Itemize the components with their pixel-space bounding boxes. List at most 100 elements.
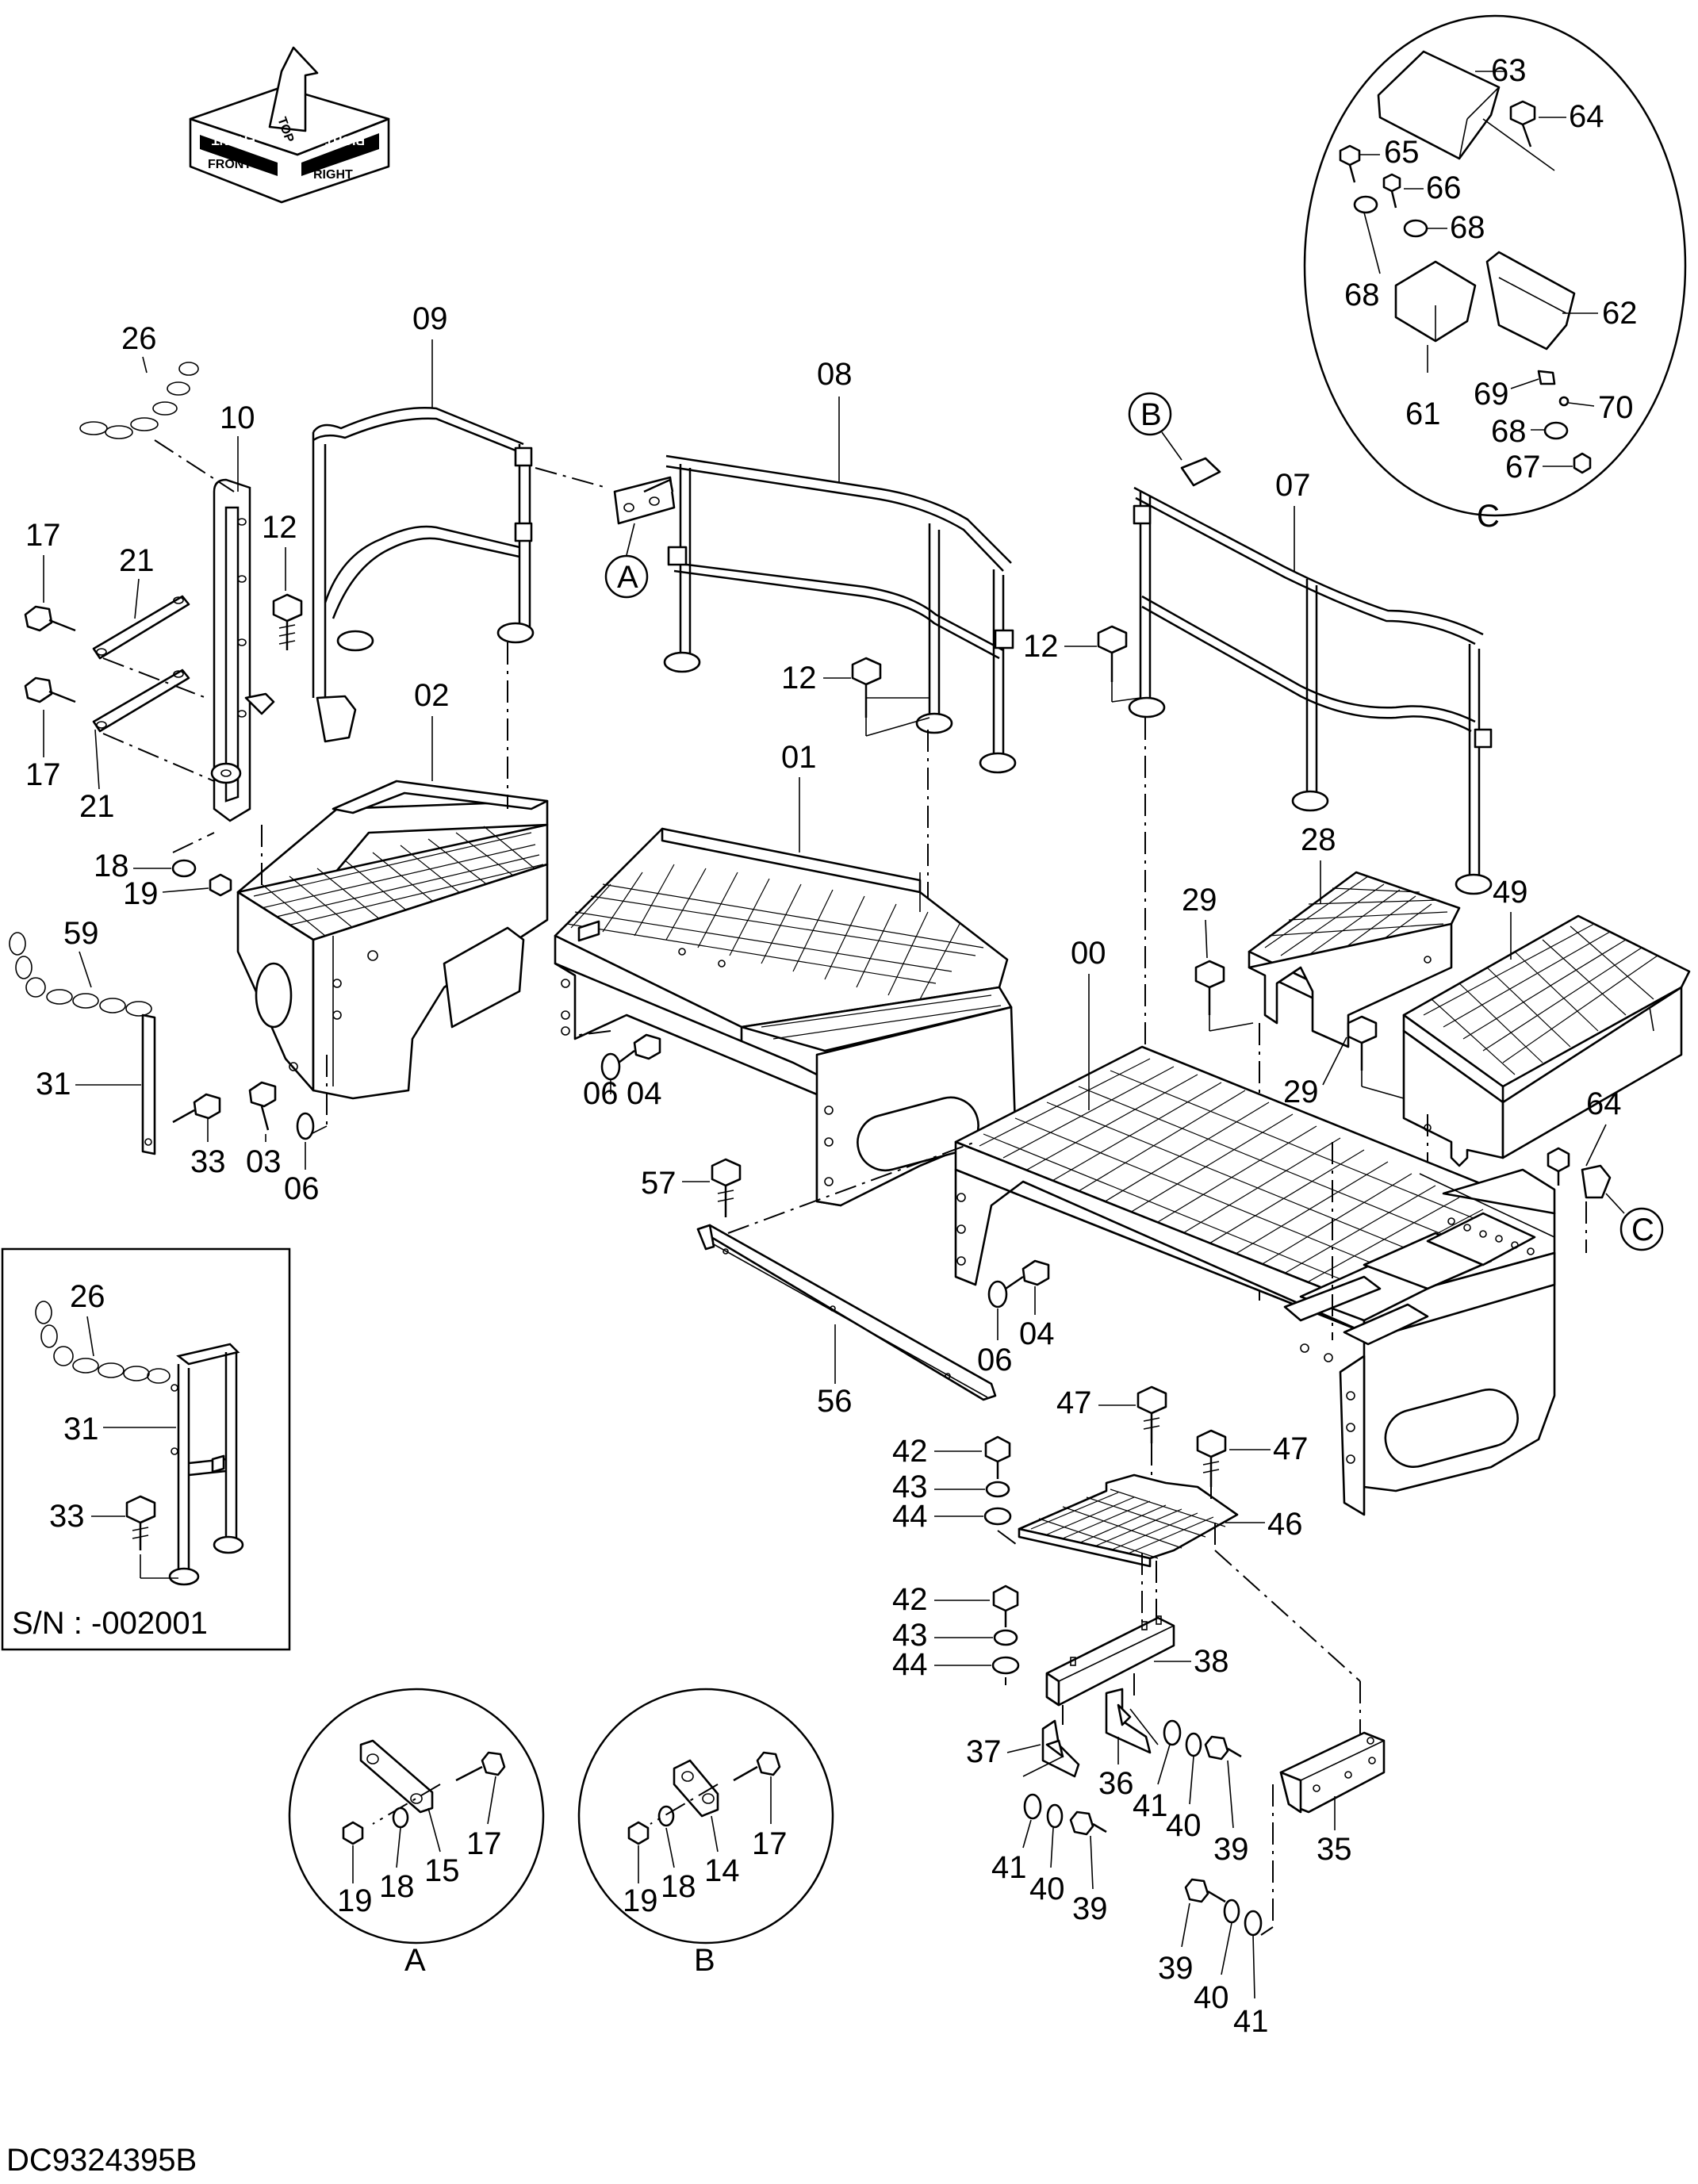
bolt-42-lower-icon	[992, 1584, 1019, 1627]
plate-a-icon	[613, 476, 676, 525]
bolt-03-icon	[248, 1081, 277, 1131]
label-41-right: 41	[1133, 1788, 1168, 1823]
callout-marker-b: B	[1128, 392, 1172, 436]
bolt-39-mid-icon	[1069, 1810, 1107, 1836]
plate-69-icon	[1537, 370, 1556, 385]
detail-c-view: 63 64 65 66 68 68 62 61 69 70 68 67 C	[1303, 14, 1687, 534]
label-39-right: 39	[1213, 1832, 1249, 1867]
label-12-center: 12	[781, 661, 817, 695]
label-31-inset: 31	[63, 1412, 99, 1446]
bolt-47-left-icon	[1136, 1385, 1167, 1443]
label-62: 62	[1602, 296, 1638, 331]
washer-68-icon	[1353, 195, 1378, 214]
bracket-c-icon	[1581, 1164, 1612, 1199]
rod-21-upper-icon	[92, 595, 190, 660]
washer-18-b-icon	[657, 1805, 675, 1827]
svg-text:C: C	[1631, 1213, 1654, 1247]
bracket-62-icon	[1485, 251, 1576, 351]
bolt-29-lower-icon	[1347, 1015, 1405, 1099]
label-09: 09	[412, 301, 448, 336]
bolt-65-icon	[1339, 144, 1361, 183]
label-40-lower: 40	[1194, 1980, 1229, 2015]
label-66: 66	[1426, 171, 1462, 205]
label-44-lower: 44	[892, 1647, 928, 1682]
label-00: 00	[1071, 936, 1106, 971]
label-56: 56	[817, 1384, 853, 1419]
bolt-57-icon	[711, 1158, 742, 1217]
bolt-17-upper-icon	[24, 605, 76, 632]
label-18-b: 18	[661, 1869, 696, 1904]
nut-19-icon	[209, 873, 232, 897]
washer-06-lower-icon	[987, 1280, 1008, 1308]
bolt-47-right-icon	[1196, 1429, 1227, 1487]
label-39-lower: 39	[1158, 1951, 1194, 1986]
main-deck-00-icon	[954, 1045, 1556, 1516]
washer-44-lower-icon	[991, 1656, 1020, 1675]
bracket-38-icon	[1045, 1615, 1175, 1707]
label-64: 64	[1569, 99, 1604, 134]
step-28-icon	[1248, 871, 1461, 1048]
svg-text:A: A	[617, 560, 638, 595]
step-02-icon	[236, 780, 549, 1100]
detail-a-view: 19 18 15 17 A	[288, 1688, 545, 1978]
handrail-07-icon	[1128, 486, 1493, 895]
label-67: 67	[1505, 450, 1541, 485]
chain-26-inset-icon	[35, 1301, 171, 1384]
bracket-37-icon	[1041, 1719, 1080, 1778]
label-70: 70	[1598, 390, 1634, 425]
washer-68b-icon	[1403, 219, 1428, 238]
block-61-icon	[1394, 260, 1477, 343]
orientation-symbol: FRONT RIGHT TOP FRONT RIGHT	[189, 46, 390, 204]
label-57: 57	[641, 1166, 677, 1201]
label-28: 28	[1301, 822, 1336, 857]
svg-text:B: B	[1140, 397, 1162, 432]
detail-a-title: A	[404, 1943, 426, 1978]
handrail-10-icon	[210, 478, 275, 822]
chain-59-icon	[9, 932, 152, 1017]
bolt-12-center-icon	[851, 657, 929, 718]
label-38: 38	[1194, 1644, 1229, 1679]
label-39-mid: 39	[1072, 1891, 1108, 1926]
bolt-29-upper-icon	[1194, 960, 1254, 1032]
ladder-31-inset-icon	[168, 1343, 244, 1586]
label-44-upper: 44	[892, 1499, 928, 1534]
bolt-39-lower-icon	[1184, 1878, 1226, 1903]
washer-41-mid-icon	[1023, 1793, 1042, 1820]
lockwasher-40-lower-icon	[1223, 1899, 1240, 1924]
orientation-right-mirror-label: RIGHT	[325, 133, 365, 147]
label-06-lower: 06	[977, 1343, 1013, 1377]
washer-68c-icon	[1543, 421, 1569, 440]
beam-56-icon	[696, 1224, 997, 1401]
washer-06-left-icon	[296, 1112, 315, 1140]
label-69: 69	[1474, 377, 1509, 412]
label-12-left: 12	[262, 510, 297, 545]
label-42-lower: 42	[892, 1582, 928, 1617]
label-02: 02	[414, 678, 450, 713]
bolt-64-detail-icon	[1509, 100, 1536, 148]
label-31-main: 31	[36, 1067, 71, 1102]
chain-26-icon	[79, 362, 235, 492]
bolt-64-main-icon	[1547, 1147, 1570, 1186]
label-46: 46	[1267, 1507, 1303, 1542]
label-07: 07	[1275, 468, 1311, 503]
detail-b-view: 19 18 14 17 B	[577, 1688, 834, 1978]
label-21-bottom: 21	[79, 789, 115, 824]
label-04-lower: 04	[1019, 1316, 1055, 1351]
bolt-33-main-icon	[172, 1093, 221, 1124]
lockwasher-43-lower-icon	[993, 1629, 1018, 1646]
label-68-top: 68	[1450, 210, 1485, 245]
label-68-left: 68	[1344, 278, 1380, 312]
label-68-bottom: 68	[1491, 414, 1527, 449]
bolt-17-a-icon	[455, 1751, 506, 1782]
label-12-right: 12	[1023, 629, 1059, 664]
label-43-upper: 43	[892, 1469, 928, 1504]
bolt-42-upper-icon	[984, 1435, 1011, 1479]
orientation-front-label: FRONT	[208, 158, 251, 171]
rod-21-lower-icon	[92, 669, 190, 733]
label-17-b: 17	[752, 1826, 788, 1861]
label-43-lower: 43	[892, 1618, 928, 1653]
label-40-right: 40	[1166, 1808, 1202, 1843]
step-01-icon	[554, 827, 1017, 1207]
label-03: 03	[246, 1144, 282, 1179]
